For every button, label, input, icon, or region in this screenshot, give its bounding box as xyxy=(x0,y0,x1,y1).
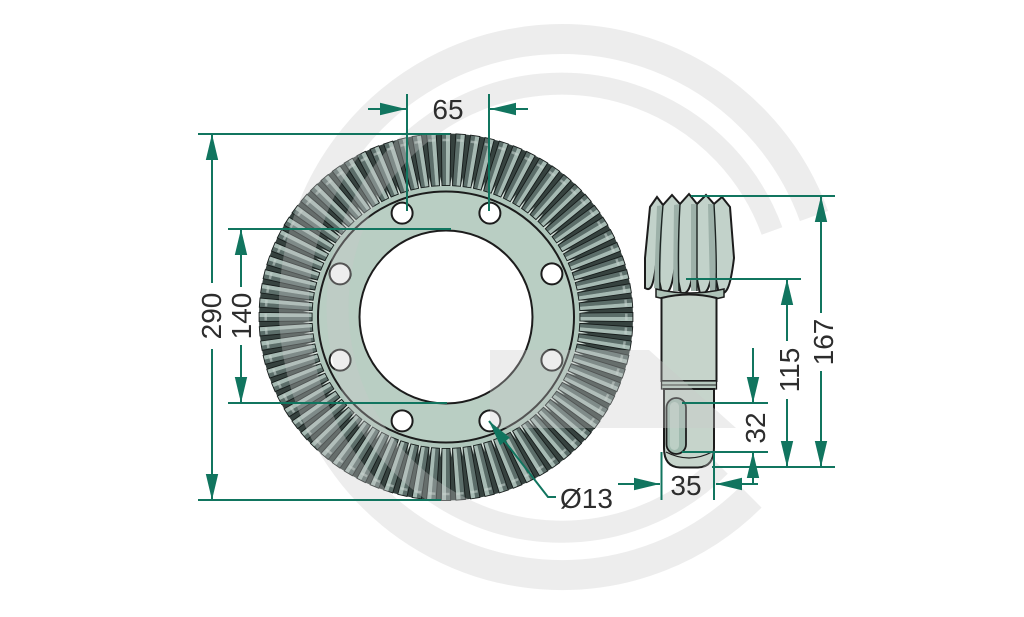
arrowhead xyxy=(814,441,828,467)
dim-label-total-length: 167 xyxy=(808,319,839,366)
dim-label-bolt-spacing: 65 xyxy=(432,94,463,125)
pinion-teeth-dividers xyxy=(658,203,718,292)
dim-label-keyway-length: 32 xyxy=(740,412,771,443)
arrowhead xyxy=(814,196,828,222)
arrowhead xyxy=(780,441,794,467)
dimension-layer: 65 290 140 Ø13 167 115 32 35 xyxy=(196,94,839,514)
dimension-labels: 65 290 140 Ø13 167 115 32 35 xyxy=(196,94,839,514)
arrowhead xyxy=(380,102,406,116)
watermark-logo xyxy=(278,24,829,590)
watermark-outer-arc xyxy=(278,24,829,590)
bolt-hole xyxy=(328,348,352,372)
pinion-drawing xyxy=(644,192,736,469)
dimension-arrowheads xyxy=(205,102,828,500)
crown-wheel-drawing xyxy=(258,133,634,501)
arrowhead xyxy=(234,229,248,255)
pinion-shaft-upper xyxy=(660,293,718,382)
arrowhead xyxy=(634,477,660,491)
pinion-keyway-highlight xyxy=(670,402,679,450)
watermark-inner-arc xyxy=(326,72,783,543)
arrowhead xyxy=(489,421,510,446)
bolt-hole xyxy=(390,409,414,433)
gear-teeth xyxy=(258,133,634,501)
arrowhead xyxy=(205,474,219,500)
dim-label-shaft-diameter: 35 xyxy=(670,470,701,501)
arrowhead xyxy=(746,452,760,478)
bolt-hole xyxy=(390,201,414,225)
reference-lines xyxy=(198,94,835,501)
arrowhead xyxy=(716,477,742,491)
pinion-shaft-bottom-chamfer xyxy=(665,451,713,459)
arrowhead xyxy=(780,279,794,305)
watermark-g-bar xyxy=(490,350,736,428)
bolt-hole xyxy=(540,262,564,286)
arrowhead xyxy=(205,134,219,160)
arrowhead xyxy=(746,377,760,403)
dim-label-bore-diameter: 140 xyxy=(226,293,257,340)
bolt-hole xyxy=(328,262,352,286)
arrowhead xyxy=(490,102,516,116)
dim-label-outer-diameter: 290 xyxy=(196,293,227,340)
dim-label-shaft-length: 115 xyxy=(774,348,805,393)
dim-label-bolt-hole-diameter: Ø13 xyxy=(560,483,613,514)
arrowhead xyxy=(234,377,248,403)
bolt-hole xyxy=(540,348,564,372)
